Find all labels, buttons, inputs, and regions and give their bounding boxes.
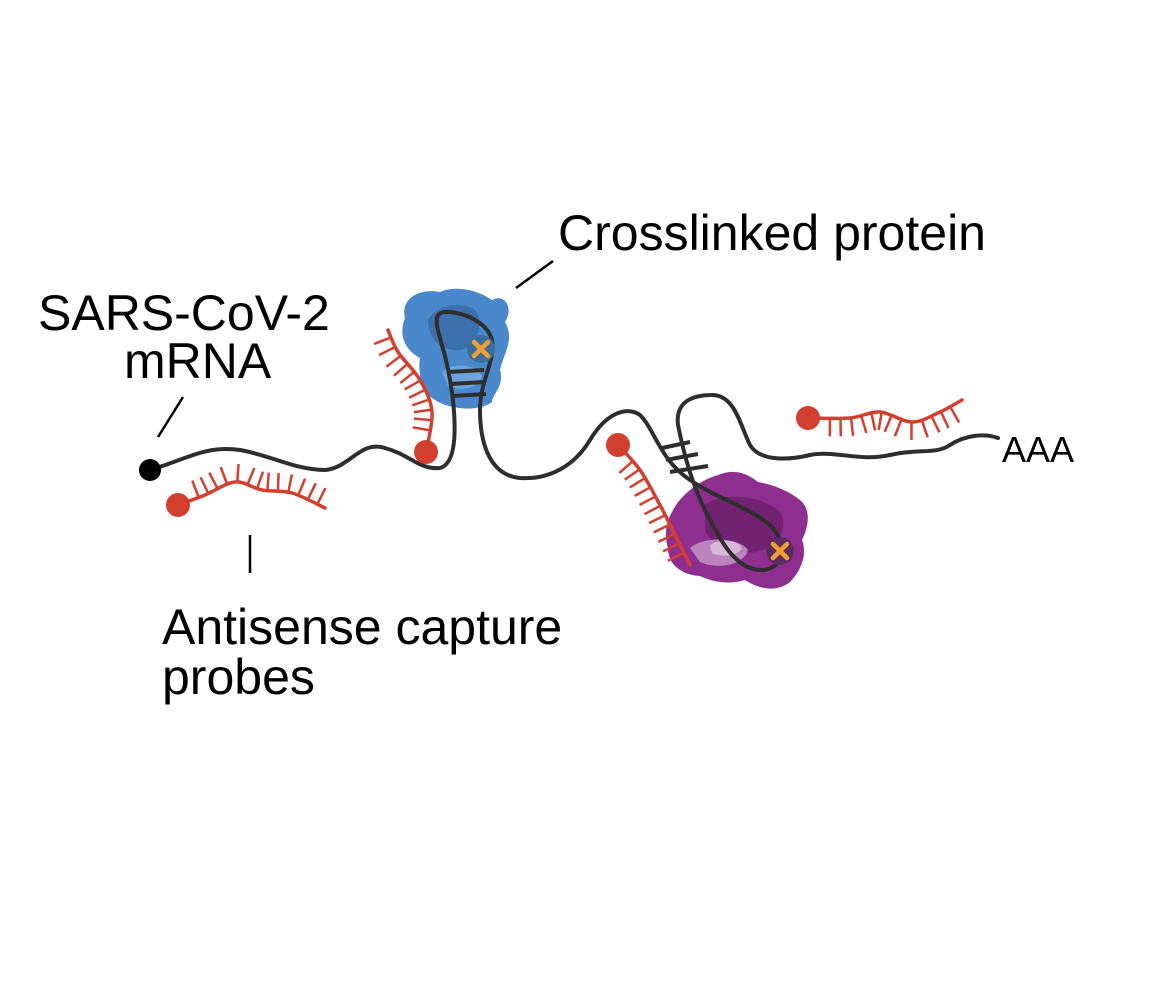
probe-1-dot xyxy=(166,493,190,517)
probe-4-rung xyxy=(930,415,941,433)
antisense-probes xyxy=(166,328,964,567)
crosslink-marker-purple xyxy=(766,537,794,565)
probe-3-rung xyxy=(629,477,646,489)
probe-3-rung xyxy=(634,486,652,497)
protein-leader-line xyxy=(515,259,554,290)
probe-1-rung xyxy=(191,480,200,498)
probe-4-rung xyxy=(883,414,893,433)
probe-2-rung xyxy=(399,370,416,385)
probe-3-rung xyxy=(653,523,671,534)
probe-2-rung xyxy=(413,408,432,414)
probe-2-rung xyxy=(393,362,409,377)
probes-label-line2: probes xyxy=(162,649,315,705)
probe-4-rung xyxy=(939,411,950,429)
probe-1-rung xyxy=(266,472,270,491)
probe-2-rung xyxy=(403,379,421,391)
probe-2-rung xyxy=(385,354,402,368)
crosslink-marker-blue xyxy=(467,335,495,363)
probe-4-rung xyxy=(849,417,855,436)
probe-1-rung xyxy=(306,482,317,501)
probe-1-rung xyxy=(287,474,294,493)
probe-2-rung xyxy=(408,388,426,399)
probe-2-dot xyxy=(414,440,438,464)
probe-1-rung xyxy=(199,476,210,495)
purple-protein xyxy=(665,471,808,589)
probe-4-rung xyxy=(870,412,877,431)
probe-1-rung xyxy=(208,472,219,490)
probe-4-dot xyxy=(796,406,820,430)
probes-label-line1: Antisense capture xyxy=(162,599,563,655)
probe-3-rung xyxy=(639,495,657,507)
probe-2-rung xyxy=(413,417,433,422)
probe-3-rung xyxy=(618,460,634,474)
probe-4-rung xyxy=(860,415,868,434)
probe-3-rung xyxy=(662,542,680,553)
probe-1-rung xyxy=(316,487,327,505)
probe-2-rung xyxy=(378,345,396,357)
mrna-label-line1: SARS-CoV-2 xyxy=(38,285,330,341)
probe-3-rung xyxy=(648,513,666,525)
probe-1 xyxy=(166,463,327,517)
probe-2-rung xyxy=(412,426,431,432)
probe-2-rung xyxy=(373,336,392,346)
probe-1-rung xyxy=(276,473,280,492)
probe-1-rung xyxy=(236,463,240,482)
probe-2-rung xyxy=(411,398,430,407)
probe-3-dot xyxy=(606,433,630,457)
probe-3-rung xyxy=(624,468,641,481)
probe-4 xyxy=(796,398,964,440)
probe-1-rung xyxy=(219,466,229,485)
probe-4-rung xyxy=(920,419,929,438)
probe-4-rung xyxy=(949,406,961,424)
probe-3-rung xyxy=(657,532,676,544)
probe-1-rung xyxy=(255,471,265,490)
probe-4-rung xyxy=(893,419,903,437)
mrna-label-line2: mRNA xyxy=(124,333,272,389)
probe-1-rung xyxy=(246,467,256,486)
probe-3-rung xyxy=(667,551,685,562)
mrna-strand xyxy=(148,309,1000,573)
probe-4-rung xyxy=(877,411,883,431)
probe-1-rung xyxy=(297,478,307,496)
polya-tail-label: AAA xyxy=(1002,429,1075,470)
probe-2 xyxy=(373,328,438,464)
mrna-leader-line xyxy=(156,396,185,438)
mrna-5prime-cap xyxy=(139,459,161,481)
probe-3 xyxy=(606,433,692,567)
protein-label: Crosslinked protein xyxy=(558,205,986,261)
probe-3-rung xyxy=(643,504,661,516)
